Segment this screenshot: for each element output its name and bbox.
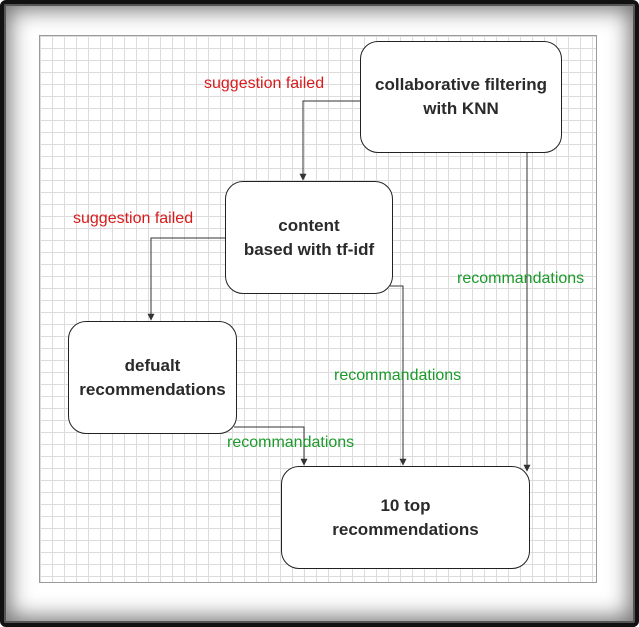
label-suggestion-failed-1: suggestion failed xyxy=(204,75,325,92)
edge-default-to-top xyxy=(234,426,308,466)
label-recommandations-default: recommandations xyxy=(227,434,355,451)
edge-knn-to-tfidf xyxy=(299,100,360,181)
label-recommandations-tfidf: recommandations xyxy=(334,367,462,384)
label-recommandations-knn: recommandations xyxy=(457,270,585,287)
node-top-recommendations: 10 top recommendations xyxy=(281,466,530,569)
node-default: defualt recommendations xyxy=(68,321,237,434)
edge-tfidf-to-top xyxy=(390,285,407,466)
edge-tfidf-to-default xyxy=(147,237,225,321)
node-tfidf: content based with tf-idf xyxy=(225,181,393,294)
label-suggestion-failed-2: suggestion failed xyxy=(73,210,194,227)
node-knn: collaborative filtering with KNN xyxy=(360,41,562,153)
